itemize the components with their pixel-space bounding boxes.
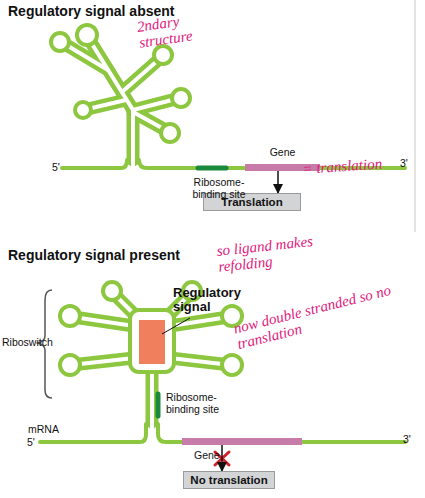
end-label: 3' — [403, 433, 417, 445]
leader-line — [162, 318, 190, 334]
handwritten-note: now double stranded so no translation — [232, 280, 409, 353]
ribosome-binding-segment — [198, 166, 226, 171]
handwritten-note: so ligand makes refolding — [216, 231, 344, 275]
flow-arrow — [221, 445, 223, 471]
part-label: Regulatory signal — [173, 286, 253, 315]
handwritten-note: 2ndary structure — [136, 11, 202, 51]
handwritten-note: = translation — [302, 154, 413, 177]
flow-arrow — [277, 171, 279, 193]
gene-segment: Gene — [182, 438, 302, 445]
outcome-box: No translation — [183, 471, 275, 489]
end-label: 3' — [400, 157, 414, 169]
secondary-structure — [51, 25, 405, 168]
section-heading: Regulatory signal absent — [8, 3, 268, 19]
end-label: 5' — [27, 436, 41, 448]
part-label: Riboswitch — [2, 336, 62, 348]
gene-label: Gene — [245, 146, 320, 158]
part-label: Ribosome-binding site — [166, 391, 228, 415]
ribosome-binding-segment — [156, 394, 161, 416]
gene-label: Gene — [194, 449, 220, 461]
box-label: No translation — [184, 472, 274, 488]
part-label: Ribosome-binding site — [188, 176, 250, 200]
regulatory-signal-block — [139, 320, 165, 364]
frame-line — [415, 0, 416, 232]
end-label: 5' — [52, 161, 66, 173]
part-label: mRNA — [28, 423, 68, 435]
